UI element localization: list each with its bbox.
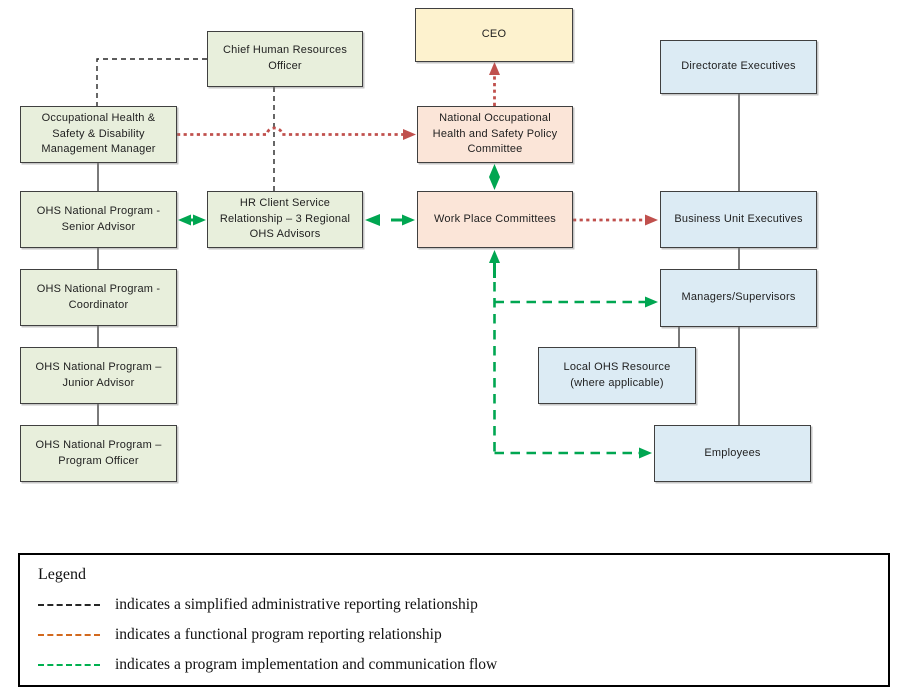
administrative-dash-sample	[38, 604, 100, 606]
box-local-ohs-resource: Local OHS Resource (where applicable)	[538, 347, 696, 404]
box-ohs-coordinator: OHS National Program - Coordinator	[20, 269, 177, 326]
box-chief-human-resources-officer: Chief Human Resources Officer	[207, 31, 363, 87]
legend-item-flow: indicates a program implementation and c…	[38, 655, 870, 675]
legend-item-label: indicates a program implementation and c…	[115, 656, 498, 673]
functional-reporting-arrows	[177, 62, 658, 226]
legend-title: Legend	[38, 566, 86, 583]
arrow-ohs-manager-to-nohspc	[177, 126, 416, 140]
box-managers-supervisors: Managers/Supervisors	[660, 269, 817, 327]
box-ceo: CEO	[415, 8, 573, 62]
admin-reporting-lines	[96, 58, 275, 191]
legend-item-administrative: indicates a simplified administrative re…	[38, 595, 870, 615]
box-ohs-program-officer: OHS National Program – Program Officer	[20, 425, 177, 482]
admin-line-chro-to-ohs-manager	[96, 58, 207, 106]
communication-flow-arrows	[178, 164, 658, 459]
box-ohs-junior-advisor: OHS National Program – Junior Advisor	[20, 347, 177, 404]
hierarchy-lines	[97, 94, 740, 425]
flow-dash-sample	[38, 664, 100, 666]
box-ohs-senior-advisor: OHS National Program - Senior Advisor	[20, 191, 177, 248]
box-national-ohs-policy-committee: National Occupational Health and Safety …	[417, 106, 573, 163]
box-business-unit-executives: Business Unit Executives	[660, 191, 817, 248]
box-hr-client-service-regional-advisors: HR Client Service Relationship – 3 Regio…	[207, 191, 363, 248]
legend: Legend indicates a simplified administra…	[18, 553, 890, 687]
functional-dash-sample	[38, 634, 100, 636]
legend-item-label: indicates a simplified administrative re…	[115, 596, 478, 613]
box-ohs-disability-management-manager: Occupational Health & Safety & Disabilit…	[20, 106, 177, 163]
box-employees: Employees	[654, 425, 811, 482]
diagram-connectors	[96, 58, 740, 459]
arrowhead-wpc-to-hr-advisors	[365, 214, 380, 226]
box-directorate-executives: Directorate Executives	[660, 40, 817, 94]
legend-item-label: indicates a functional program reporting…	[115, 626, 442, 643]
box-work-place-committees: Work Place Committees	[417, 191, 573, 248]
legend-item-functional: indicates a functional program reporting…	[38, 625, 870, 645]
